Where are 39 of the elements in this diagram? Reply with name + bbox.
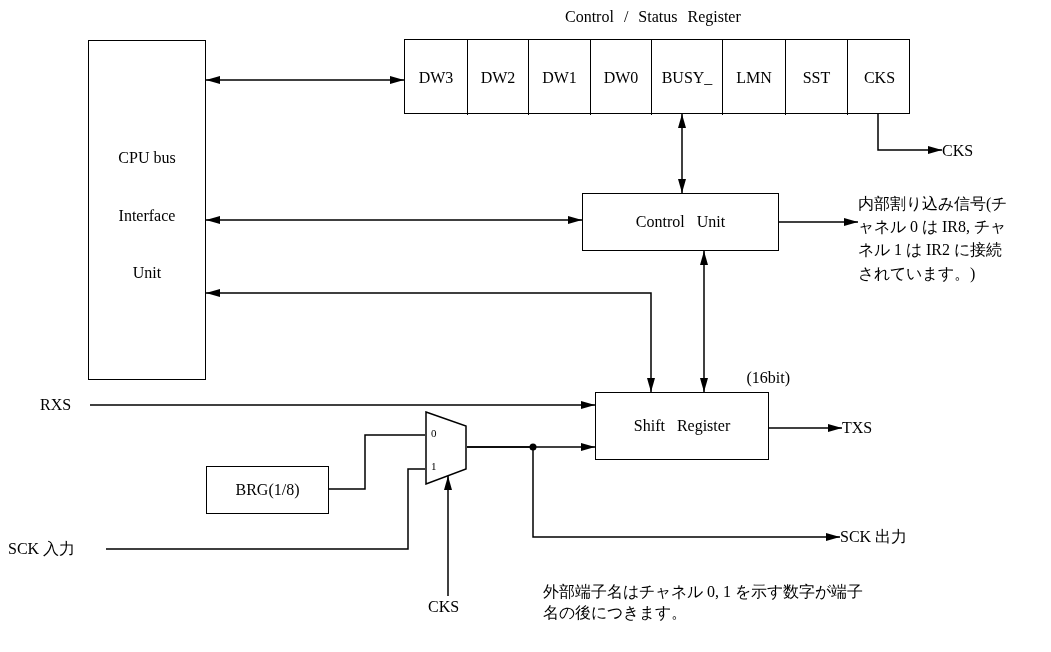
bit-width-label: (16bit) [746, 369, 790, 387]
unit-label: Interface [118, 207, 176, 225]
arrow [205, 216, 583, 224]
wire [328, 434, 426, 490]
arrow [700, 250, 708, 393]
arrow [678, 113, 686, 194]
unit-label: Unit [132, 264, 162, 282]
signal-label: RXS [40, 394, 90, 416]
bit-field-cell: DW2 [468, 40, 529, 115]
bit-field-cell: DW1 [529, 40, 591, 115]
bit-field-cell: SST [786, 40, 848, 115]
footnote-text: 外部端子名はチャネル 0, 1 を示す数字が端子名の後につきます。 [543, 582, 863, 623]
arrow [877, 113, 943, 154]
signal-label: SCK 出力 [840, 526, 930, 548]
arrow [205, 76, 405, 84]
bit-field-cell: BUSY_ [652, 40, 723, 115]
bit-field-cell: LMN [723, 40, 786, 115]
bit-field-cell: DW0 [591, 40, 652, 115]
arrow [89, 401, 596, 409]
signal-label: CKS [942, 140, 997, 162]
arrow [768, 424, 843, 432]
interface-unit-box [88, 40, 206, 380]
arrow [205, 289, 655, 393]
input-label: 1 [431, 460, 437, 472]
arrow [444, 475, 452, 597]
arrow [466, 446, 841, 541]
signal-label: SCK 入力 [8, 538, 106, 560]
bit-field-cell: CKS [848, 40, 911, 115]
block-box: Control Unit [582, 193, 779, 251]
signal-label: TXS [842, 417, 892, 439]
block-box: BRG(1/8) [206, 466, 329, 514]
signal-label: CKS [428, 596, 470, 618]
register-heading: Control / Status Register [565, 8, 741, 26]
wire [105, 468, 426, 550]
bit-field-cell: DW3 [405, 40, 468, 115]
arrow [778, 218, 859, 226]
interrupt-signal-text: 内部割り込み信号(チャネル 0 は IR8, チャネル 1 は IR2 に接続されています。) [858, 192, 1010, 342]
unit-label: CPU bus [118, 149, 176, 167]
input-label: 0 [431, 427, 437, 439]
